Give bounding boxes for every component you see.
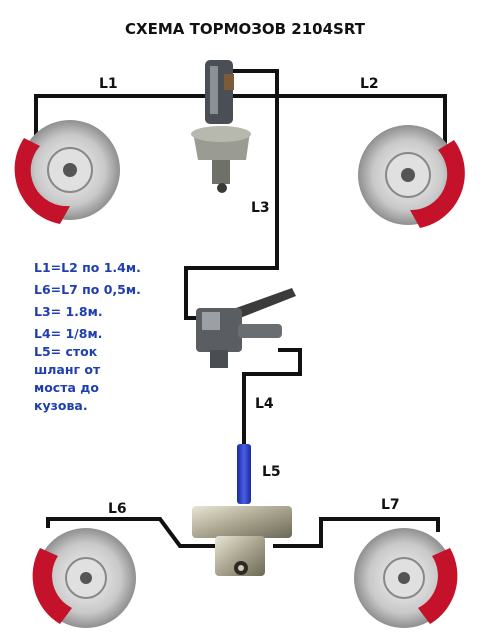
pipe-l4 <box>242 348 302 446</box>
pipe-l6 <box>46 517 215 548</box>
note-line: L6=L7 по 0,5м. <box>34 282 141 297</box>
note-line: кузова. <box>34 398 88 413</box>
brake-disc-front-right <box>358 125 465 228</box>
note-line: моста до <box>34 380 99 395</box>
pressure-regulator-icon <box>196 288 296 368</box>
pipe-l1 <box>34 94 214 146</box>
label-l4: L4 <box>255 396 274 412</box>
pipe-l2 <box>214 94 447 146</box>
brake-disc-front-left <box>14 120 120 224</box>
brake-disc-rear-left <box>32 528 136 628</box>
length-notes: L1=L2 по 1.4м. L6=L7 по 0,5м. L3= 1.8м. … <box>34 260 184 418</box>
label-l7: L7 <box>381 497 400 513</box>
pipe-l7 <box>273 517 440 548</box>
note-line: L1=L2 по 1.4м. <box>34 260 141 275</box>
note-line: L3= 1.8м. <box>34 304 103 319</box>
label-l1: L1 <box>99 76 118 92</box>
label-l5: L5 <box>262 464 281 480</box>
hose-l5 <box>237 444 251 504</box>
brake-disc-rear-right <box>354 528 458 628</box>
note-line: шланг от <box>34 362 101 377</box>
note-line: L4= 1/8м. <box>34 326 103 341</box>
label-l2: L2 <box>360 76 379 92</box>
label-l6: L6 <box>108 501 127 517</box>
tee-fitting-icon <box>192 506 292 576</box>
brake-pipes <box>34 69 447 548</box>
pipe-l3 <box>184 69 279 320</box>
note-line: L5= сток <box>34 344 98 359</box>
master-cylinder-icon <box>191 60 251 193</box>
label-l3: L3 <box>251 200 270 216</box>
diagram-title: СХЕМА ТОРМОЗОВ 2104SRT <box>125 20 365 38</box>
